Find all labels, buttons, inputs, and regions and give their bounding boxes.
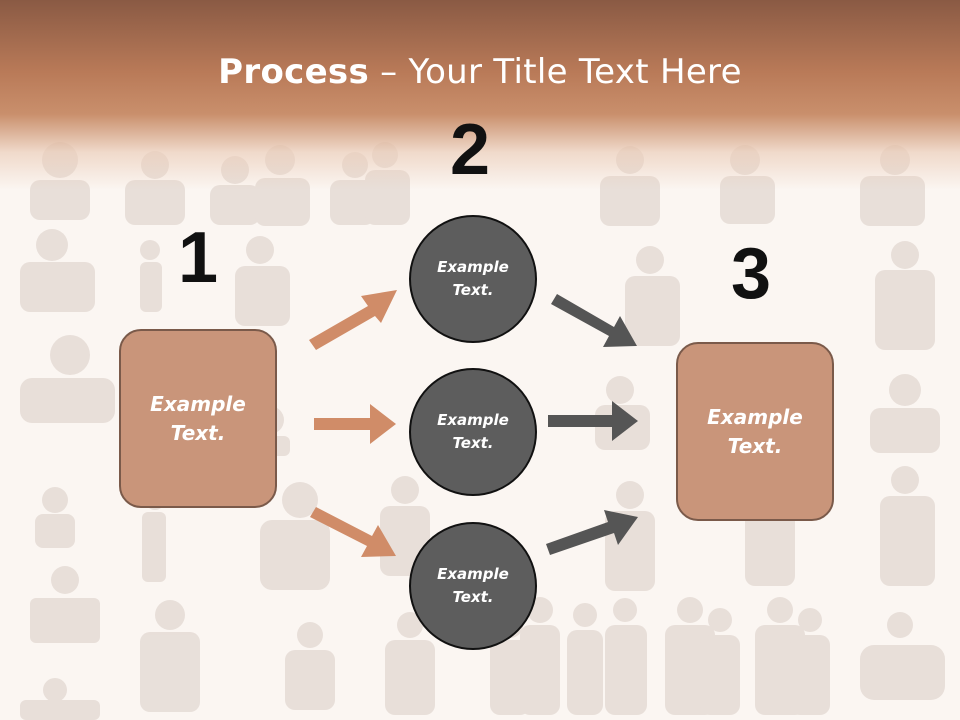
left-box-line1: Example	[150, 391, 246, 416]
arrow-left-to-bottom	[310, 507, 396, 557]
title-bold: Process	[218, 52, 370, 92]
step-number-1: 1	[178, 218, 219, 298]
left-box-line2: Text.	[170, 420, 226, 445]
person-figure	[20, 566, 945, 720]
arrow-middle-to-right	[548, 401, 638, 441]
circle-top-line2: Text.	[452, 281, 494, 299]
circle-top-line1: Example	[437, 258, 509, 276]
right-box-line1: Example	[707, 404, 803, 429]
header-band	[0, 0, 960, 190]
circle-bottom-line1: Example	[437, 565, 509, 583]
slide-title: Process – Your Title Text Here	[0, 52, 960, 92]
circle-middle-line2: Text.	[452, 434, 494, 452]
step-number-3: 3	[731, 234, 772, 314]
circle-middle-line1: Example	[437, 411, 509, 429]
person-figure	[20, 229, 935, 350]
arrow-left-to-middle	[314, 404, 396, 444]
right-box-line2: Text.	[727, 433, 783, 458]
arrow-bottom-to-right	[546, 510, 638, 555]
circle-bottom-line2: Text.	[452, 588, 494, 606]
step-number-2: 2	[450, 110, 491, 190]
title-rest: – Your Title Text Here	[369, 52, 742, 92]
arrow-left-to-top	[309, 290, 397, 350]
arrow-top-to-right	[551, 294, 637, 347]
